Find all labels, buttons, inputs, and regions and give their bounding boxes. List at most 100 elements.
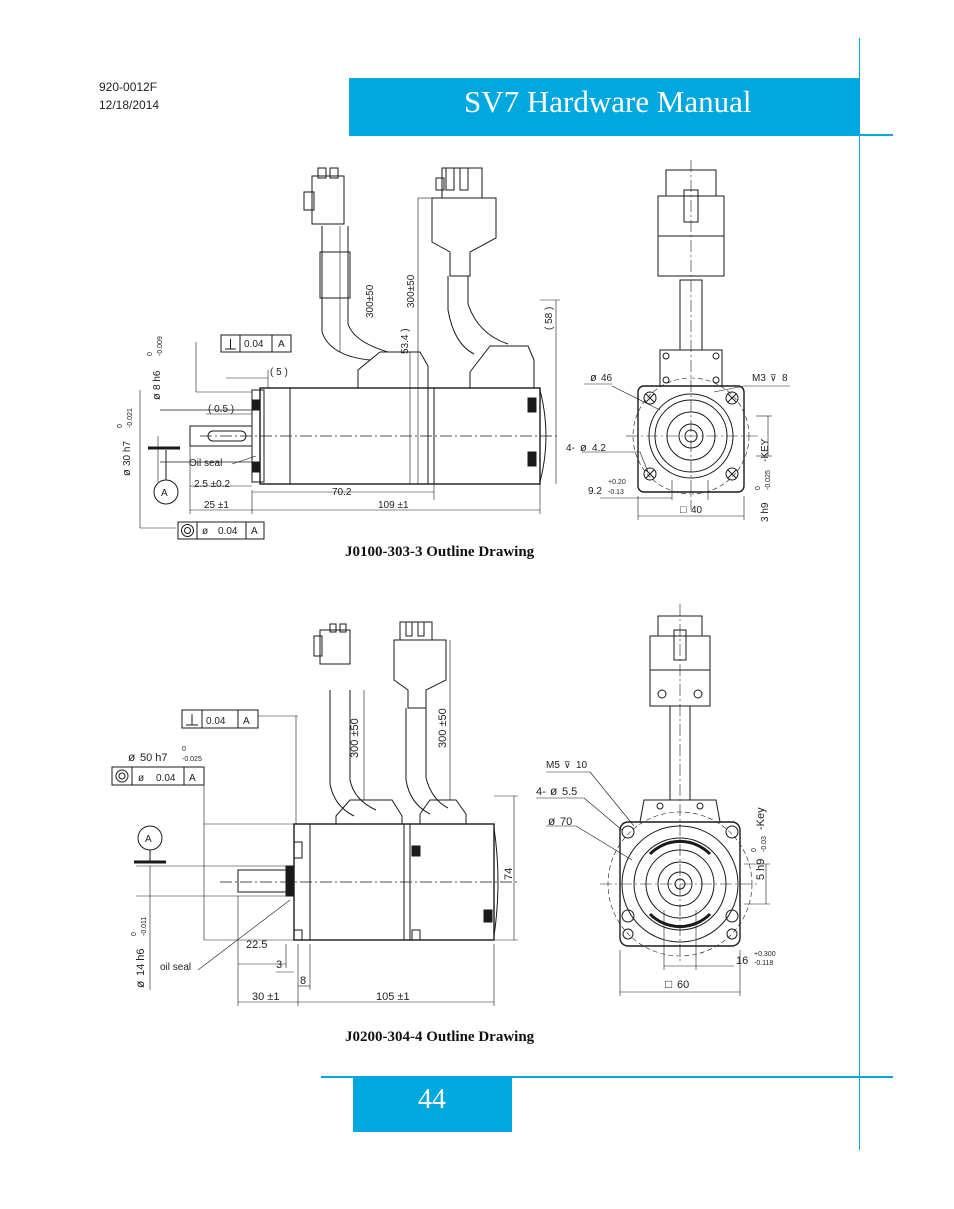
document-date: 12/18/2014 <box>99 98 160 112</box>
footer-rule <box>321 1076 893 1078</box>
j0200-dim-30: 30 ±1 <box>252 991 279 1003</box>
j0100-dimension-lines <box>139 197 560 529</box>
j0100-dim-9-2: 9.2 <box>588 486 602 497</box>
j0100-pilot-tol-bot: -0.009 <box>157 336 164 356</box>
margin-rule <box>859 38 860 1150</box>
j0100-tap-depth: 8 <box>782 373 788 384</box>
j0100-shaft-tol-bot: -0.021 <box>127 408 134 428</box>
j0200-dim-16-bot: -0.118 <box>754 960 773 967</box>
j0200-perp-value: 0.04 <box>206 716 226 727</box>
j0200-holes: 4- <box>536 786 546 798</box>
j0100-oil-seal: Oil seal <box>189 458 222 469</box>
page-number: 44 <box>418 1084 446 1115</box>
j0100-pilot-tol-top: 0 <box>147 352 154 356</box>
j0100-shaft-tol-top: 0 <box>117 424 124 428</box>
j0200-key: 5 h9 <box>755 859 767 880</box>
j0100-dim-5: ( 5 ) <box>270 367 288 378</box>
j0100-conc-phi: ø <box>202 526 208 537</box>
j0200-conc-value: 0.04 <box>156 773 176 784</box>
j0100-dim-53-4: 53.4 ) <box>400 328 411 354</box>
j0200-tap-depth: 10 <box>576 760 588 771</box>
j0100-tap: M3 <box>752 373 766 384</box>
j0200-front-view <box>600 604 760 962</box>
j0100-bc-phi: ø <box>590 372 597 384</box>
j0100-perpendicularity-frame <box>220 334 292 353</box>
j0200-shaft-tol-top: 0 <box>131 932 138 936</box>
j0100-caption: J0100-303-3 Outline Drawing <box>345 544 535 560</box>
j0200-conc-phi: ø <box>138 773 144 784</box>
j0200-caption: J0200-304-4 Outline Drawing <box>345 1029 535 1045</box>
j0100-cable-exits <box>303 167 535 388</box>
j0200-shaft-dia: 14 h6 <box>135 948 147 976</box>
j0200-shaft-dia-group: ø 14 h6 0 -0.011 <box>131 917 148 988</box>
j0200-key-tol-bot: -0.03 <box>761 836 768 852</box>
j0200-dimension-lines <box>136 640 518 1006</box>
j0100-pilot-dia: 8 h6 <box>152 370 163 390</box>
j0100-dim-9-2-bot: -0.13 <box>608 489 624 496</box>
j0100-datum-symbol <box>148 446 180 505</box>
j0100-hole-phi: ø <box>580 442 587 454</box>
j0100-hole-dia: 4.2 <box>592 443 606 454</box>
j0200-bc-phi: ø <box>548 814 556 828</box>
j0200-dim-74: 74 <box>503 868 515 880</box>
j0100-conc-value: 0.04 <box>218 526 238 537</box>
j0200-depth-symbol: ⊽ <box>564 760 571 770</box>
j0100-shaft-dia: 30 h7 <box>122 441 133 466</box>
j0200-datum-symbol <box>134 825 166 864</box>
page-number-box: 44 <box>353 1076 512 1132</box>
j0100-dim-05: ( 0.5 ) <box>208 404 234 415</box>
manual-title: SV7 Hardware Manual <box>464 84 752 119</box>
j0100-motor-body <box>200 387 560 485</box>
j0200-shaft <box>237 865 295 897</box>
j0200-pilot-phi: ø <box>128 750 136 764</box>
j0200-square: 60 <box>677 979 689 991</box>
j0100-key: 3 h9 <box>760 502 771 522</box>
j0200-dim-8: 8 <box>300 975 306 987</box>
j0200-motor-body <box>220 823 520 941</box>
j0100-concentricity-frame <box>177 521 265 540</box>
j0200-datum-letter: A <box>145 834 152 845</box>
j0200-dim-22-5: 22.5 <box>246 939 267 951</box>
j0100-dim-2-5: 2.5 ±0.2 <box>194 479 231 490</box>
j0100-depth-symbol: ⊽ <box>770 373 777 383</box>
j0100-square-symbol: □ <box>680 504 687 516</box>
j0100-holes: 4- <box>566 443 575 454</box>
j0200-cable-exits <box>313 621 467 824</box>
j0200-key-tol-top: 0 <box>751 848 758 852</box>
j0200-perp-datum: A <box>243 716 250 727</box>
j0200-pilot-tol-bot: -0.025 <box>182 756 202 763</box>
j0100-key-tol-bot: -0.025 <box>765 470 772 490</box>
j0100-front-dim-lines <box>582 383 790 520</box>
j0100-perp-value: 0.04 <box>244 339 264 350</box>
j0100-dim-109: 109 ±1 <box>378 500 409 511</box>
document-info: 920-0012F 12/18/2014 <box>99 78 159 114</box>
j0100-cable-2: 300±50 <box>406 274 417 308</box>
j0200-shaft-tol-bot: -0.011 <box>141 917 148 936</box>
j0100-perp-datum: A <box>278 339 285 350</box>
j0100-cable-1: 300±50 <box>365 284 376 318</box>
j0100-datum-letter: A <box>161 488 168 499</box>
j0200-key-label: -Key <box>755 807 767 830</box>
j0100-front-view <box>626 160 760 510</box>
j0200-hole-dia: 5.5 <box>562 786 577 798</box>
j0200-perpendicularity-frame <box>181 709 259 729</box>
j0100-key-tol-top: 0 <box>755 486 762 490</box>
j0100-shaft <box>160 399 261 473</box>
j0100-bolt-circle: 46 <box>601 373 613 384</box>
j0200-dim-3: 3 <box>276 959 282 971</box>
j0200-conc-datum: A <box>189 773 196 784</box>
j0200-concentricity-frame <box>111 766 205 786</box>
j0100-shaft-phi: ø <box>121 469 133 476</box>
j0200-pilot-tol-top: 0 <box>182 746 186 753</box>
j0200-square-symbol: □ <box>665 977 672 991</box>
j0200-cable-2: 300 ±50 <box>437 708 449 748</box>
j0200-dim-16: 16 <box>736 955 748 967</box>
j0200-pilot-dia: 50 h7 <box>140 752 168 764</box>
j0100-conc-datum: A <box>251 526 258 537</box>
j0200-dim-105: 105 ±1 <box>376 991 410 1003</box>
j0100-dim-58: ( 58 ) <box>544 307 555 330</box>
title-banner: SV7 Hardware Manual <box>349 78 860 135</box>
j0100-pilot-dia-group: ø 8 h6 0 -0.009 <box>147 336 164 400</box>
